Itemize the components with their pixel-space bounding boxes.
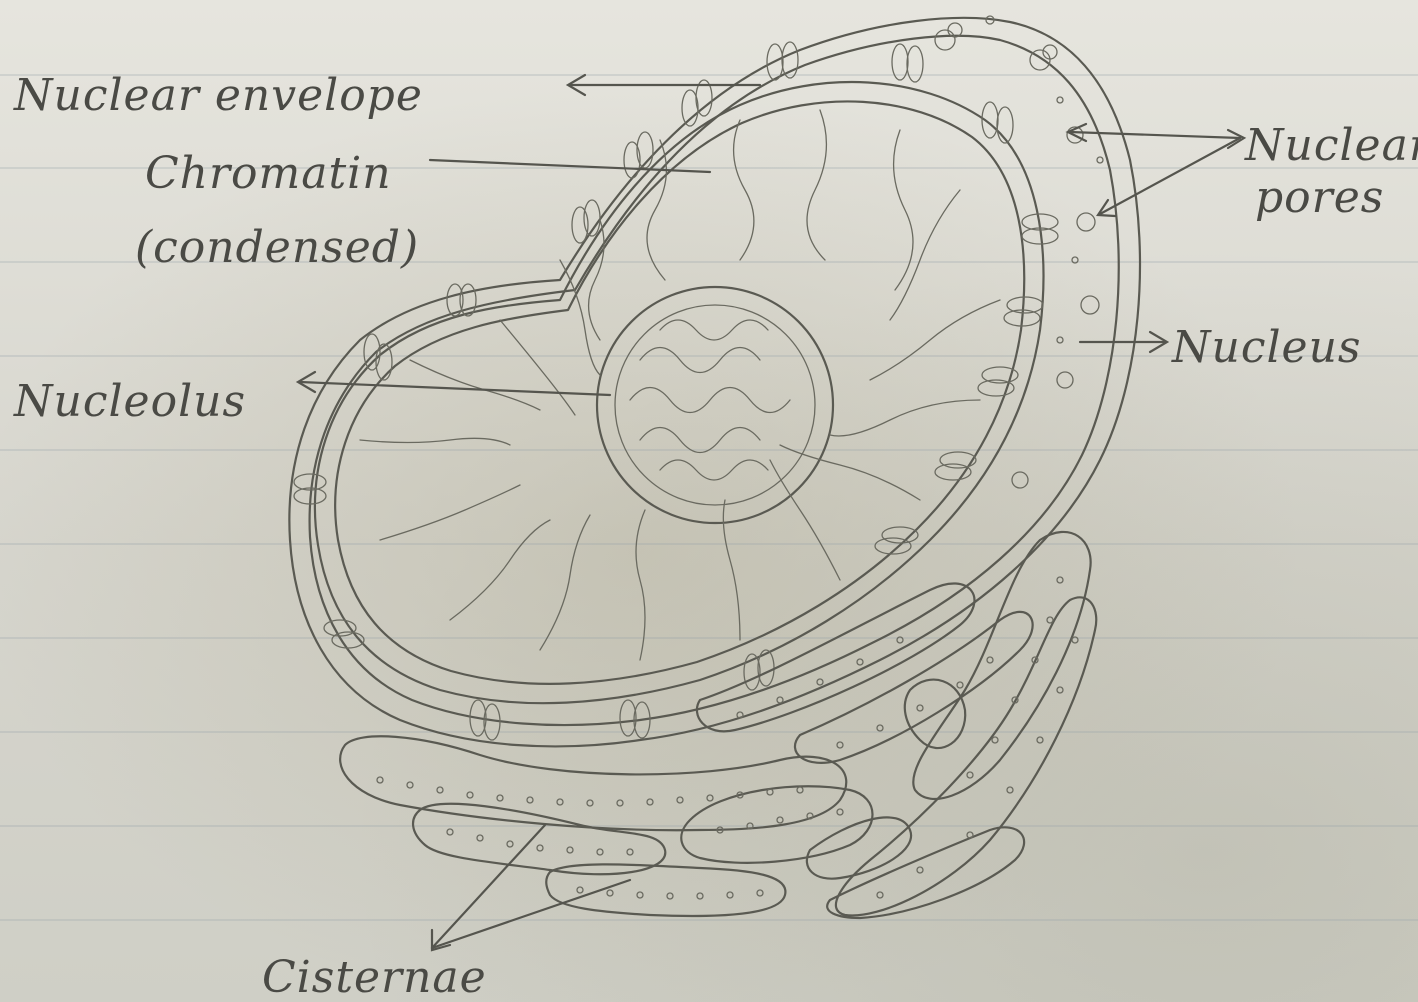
label-nuclear-pores-line1: Nuclear	[1244, 120, 1418, 171]
nucleolus-drawing	[597, 287, 833, 523]
paper-rule-lines	[0, 75, 1418, 920]
label-chromatin-condensed: (condensed)	[135, 222, 419, 273]
nuclear-pore-marks	[294, 16, 1103, 740]
label-nuclear-envelope: Nuclear envelope	[13, 70, 423, 121]
chromatin-strands	[360, 110, 1000, 660]
label-arrows	[298, 75, 1244, 950]
label-nuclear-pores-line2: pores	[1255, 172, 1384, 223]
label-nucleus: Nucleus	[1171, 322, 1362, 373]
label-nucleolus: Nucleolus	[13, 376, 246, 427]
label-chromatin: Chromatin	[145, 148, 392, 199]
label-cisternae: Cisternae	[262, 952, 487, 1002]
